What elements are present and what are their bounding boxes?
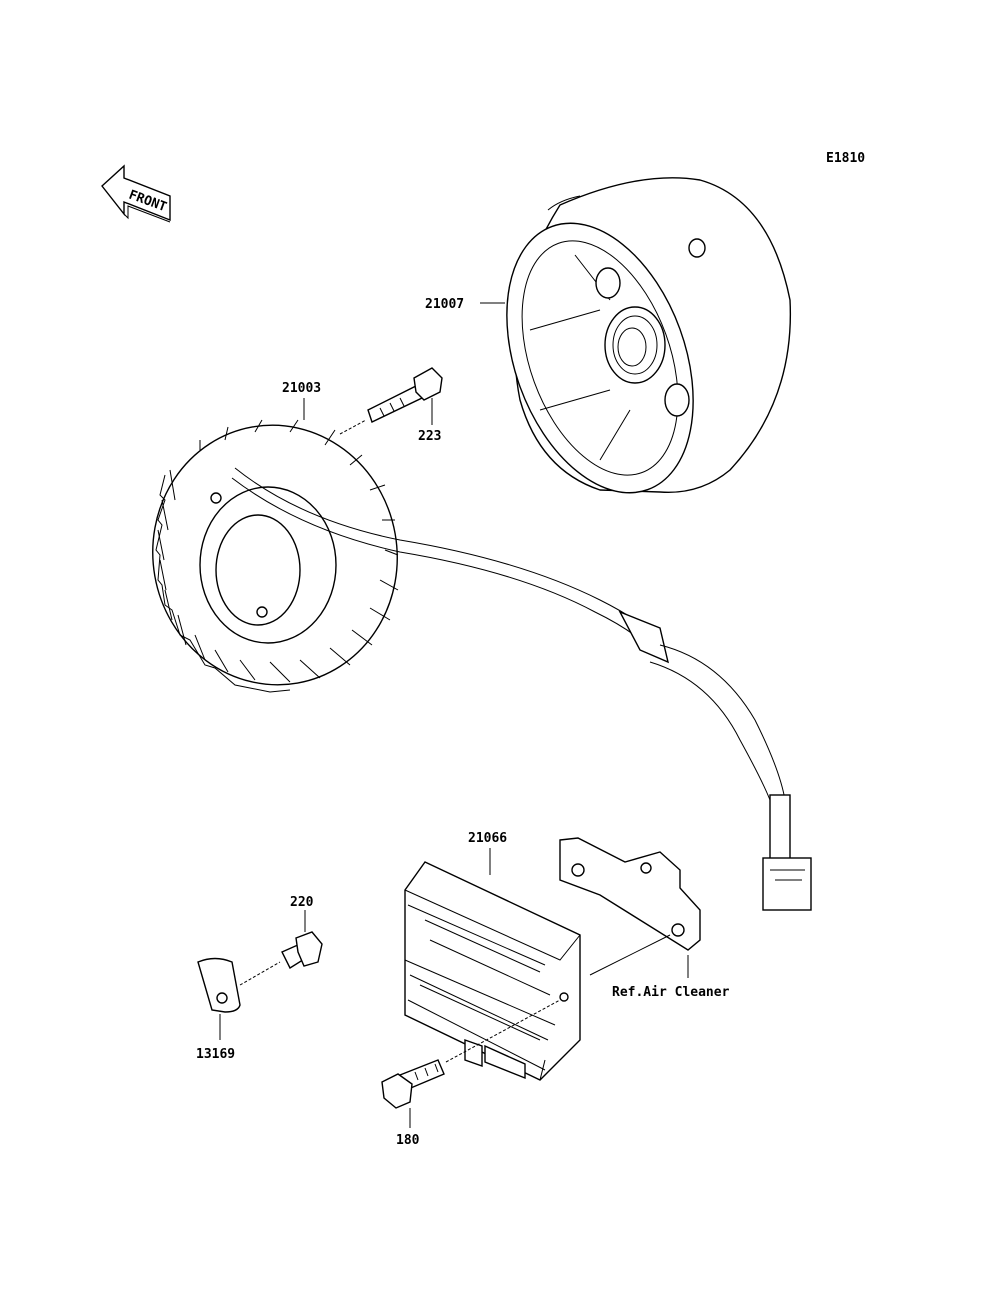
label-21007: 21007 <box>425 297 464 312</box>
air-cleaner-bracket <box>559 837 701 976</box>
stator-coil <box>152 419 399 693</box>
reference-note: Ref.Air Cleaner <box>612 985 730 1000</box>
label-220: 220 <box>290 895 314 910</box>
wire-harness <box>231 467 812 911</box>
label-13169: 13169 <box>196 1047 235 1062</box>
bracket-13169 <box>197 957 241 1013</box>
small-bolt <box>239 931 323 986</box>
label-21066: 21066 <box>468 831 507 846</box>
flywheel-rotor <box>506 177 792 494</box>
regulator-bolt <box>381 999 561 1109</box>
diagram-code: E1810 <box>826 151 865 166</box>
label-223: 223 <box>418 429 441 444</box>
label-21003: 21003 <box>282 381 321 396</box>
front-arrow-icon: FRONT <box>101 164 171 223</box>
label-180: 180 <box>396 1133 420 1148</box>
stator-bolt <box>339 367 443 435</box>
regulator-rectifier <box>404 861 581 1081</box>
